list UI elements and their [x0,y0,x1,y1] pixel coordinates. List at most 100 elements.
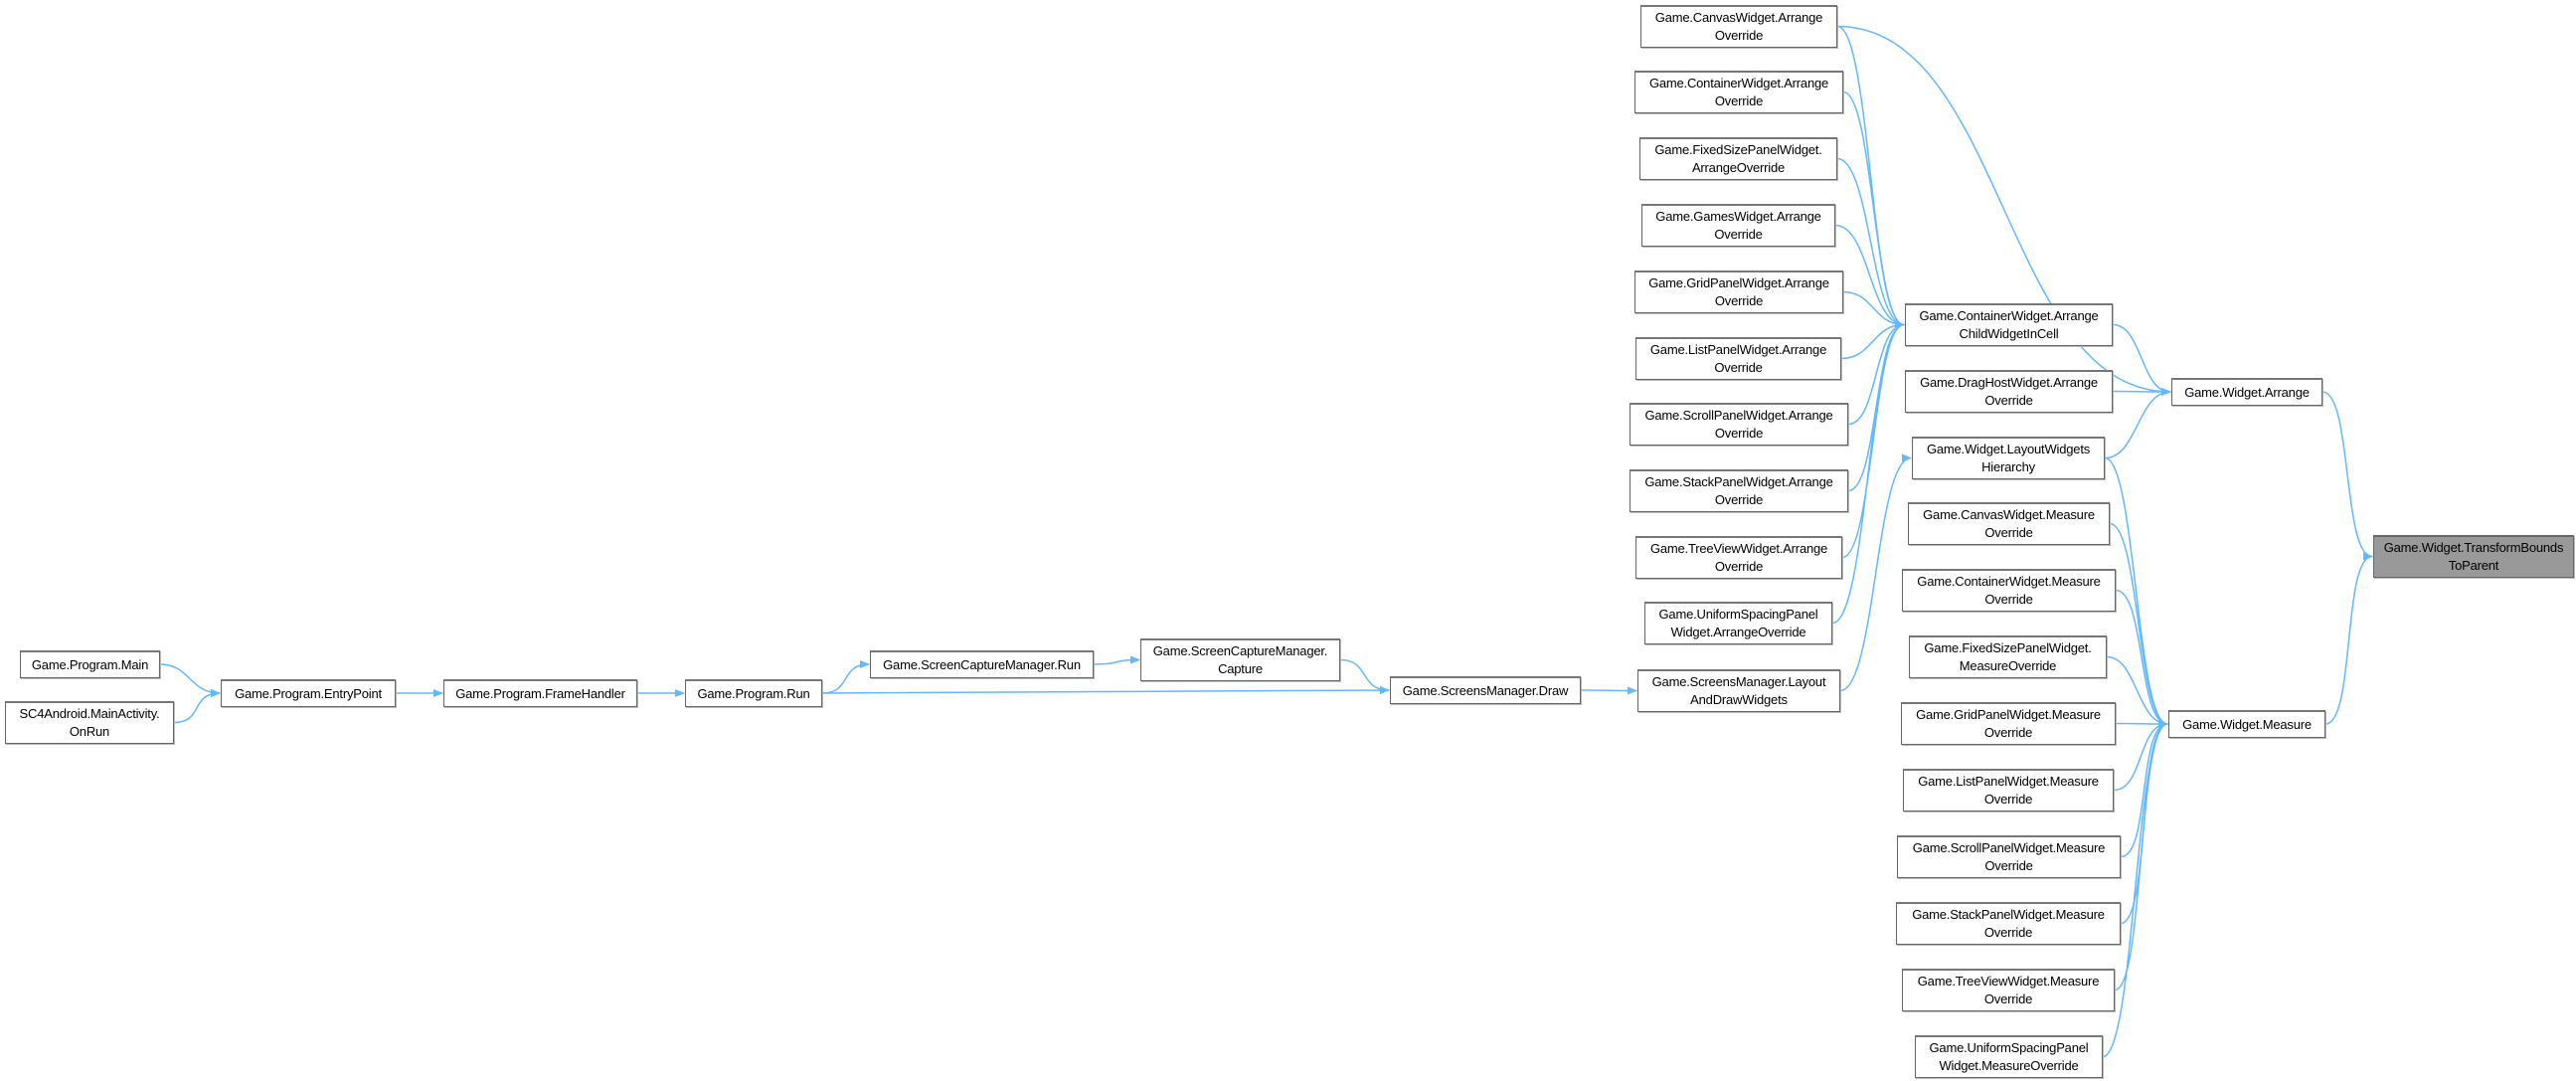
call-edge-onrun-to-entry [173,689,221,724]
call-edge-a6-to-cell [1840,320,1905,360]
graph-node-onrun[interactable]: SC4Android.MainActivity.OnRun [5,701,174,744]
node-label-line: ToParent [2448,558,2499,573]
call-edge-draw-to-layoutdraw [1580,686,1637,695]
graph-node-run[interactable]: Game.Program.Run [685,679,822,707]
call-edge-arrange-to-transform [2321,391,2373,561]
node-label-line: Capture [1218,661,1263,676]
call-edge-main-to-entry [159,663,221,697]
node-label-line: Override [1714,28,1764,43]
node-label-line: Override [1983,792,2033,807]
graph-node-draw[interactable]: Game.ScreensManager.Draw [1390,676,1581,704]
graph-node-m3[interactable]: Game.FixedSizePanelWidget.MeasureOverrid… [1909,635,2107,678]
node-label-line: Game.DragHostWidget.Arrange [1920,375,2098,390]
call-edge-m2-to-measure [2115,589,2168,728]
node-label-line: Game.Program.EntryPoint [235,685,382,701]
graph-node-arrange[interactable]: Game.Widget.Arrange [2171,378,2322,406]
call-edge-capture-to-draw [1339,658,1390,694]
node-label-line: AndDrawWidgets [1690,692,1788,707]
call-edge-m4-to-measure [2115,719,2168,728]
node-label-line: Game.ScrollPanelWidget.Arrange [1644,408,1833,423]
graph-node-capture[interactable]: Game.ScreenCaptureManager.Capture [1140,638,1340,681]
node-label-line: Game.UniformSpacingPanel [1658,607,1818,622]
node-label-line: Override [1714,492,1764,507]
call-edge-a4-to-cell [1834,224,1905,329]
graph-node-a3[interactable]: Game.FixedSizePanelWidget. ArrangeOverrid… [1639,137,1837,180]
node-label-line: Game.TreeViewWidget.Measure [1917,974,2100,989]
graph-node-main[interactable]: Game.Program.Main [20,650,160,678]
graph-node-scmrun[interactable]: Game.ScreenCaptureManager.Run [870,650,1094,678]
node-label-line: Game.ScreensManager.Draw [1402,682,1569,698]
node-label-line: Game.FixedSizePanelWidget. [1654,142,1822,157]
node-label-line: Override [1714,93,1764,108]
call-edge-lwh-to-measure [2104,456,2168,728]
node-label-line: Game.StackPanelWidget.Measure [1912,907,2105,922]
node-label-line: MeasureOverride [1959,658,2057,673]
node-label-line: Widget.ArrangeOverride [1670,625,1806,639]
node-label-line: Game.Program.Main [31,656,149,672]
node-label-line: Game.ScrollPanelWidget.Measure [1912,840,2106,855]
call-edge-m9-to-measure [2102,720,2168,1058]
call-edge-m5-to-measure [2113,720,2168,792]
graph-node-measure[interactable]: Game.Widget.Measure [2168,710,2325,738]
node-label-line: Game.GridPanelWidget.Measure [1916,707,2101,722]
graph-node-frame[interactable]: Game.Program.FrameHandler [443,679,637,707]
node-label-line: Override [1714,293,1764,308]
node-label-line: ChildWidgetInCell [1959,326,2059,341]
node-label-line: Game.ScreenCaptureManager.Run [883,656,1081,672]
node-label-line: Game.Widget.LayoutWidgets [1926,442,2091,456]
node-label-line: Game.UniformSpacingPanel [1929,1040,2089,1055]
node-label-line: ArrangeOverride [1691,160,1786,175]
call-edge-cell-to-arrange [2112,323,2171,396]
node-label-line: OnRun [69,724,110,739]
node-label-line: Override [1984,592,2033,607]
graph-node-entry[interactable]: Game.Program.EntryPoint [221,679,396,707]
node-label-line: Game.ScreensManager.Layout [1651,674,1826,689]
call-edge-a3-to-cell [1836,157,1905,329]
node-label-line: Game.ContainerWidget.Arrange [1648,76,1829,90]
node-label-line: Game.TreeViewWidget.Arrange [1649,541,1828,556]
call-edge-a2-to-cell [1842,90,1905,329]
node-label-line: Override [1984,393,2033,408]
node-label-line: Game.Widget.TransformBounds [2383,540,2564,555]
call-edge-run-to-scmrun [821,660,870,694]
node-label-line: Override [1983,991,2033,1006]
node-label-line: Override [1983,925,2033,940]
call-edge-layoutdraw-to-lwh [1839,453,1912,692]
call-edge-m1-to-measure [2109,522,2168,728]
node-label-line: Game.ContainerWidget.Arrange [1919,308,2099,323]
call-edge-scmrun-to-capture [1093,655,1140,665]
node-label-line: Game.ListPanelWidget.Measure [1918,774,2099,789]
node-label-line: Override [1983,725,2033,740]
node-label-line: Widget.MeasureOverride [1939,1058,2079,1073]
node-label-line: Game.CanvasWidget.Measure [1923,507,2095,522]
node-label-line: Game.GridPanelWidget.Arrange [1648,275,1829,290]
call-edge-a10-to-cell [1831,320,1905,625]
call-edge-measure-to-transform [2324,552,2373,725]
node-label-line: Hierarchy [1981,459,2035,474]
node-label-line: Game.ContainerWidget.Measure [1917,574,2101,589]
node-label-line: Override [1984,525,2033,540]
call-edge-draghost-to-arrange [2112,387,2171,396]
